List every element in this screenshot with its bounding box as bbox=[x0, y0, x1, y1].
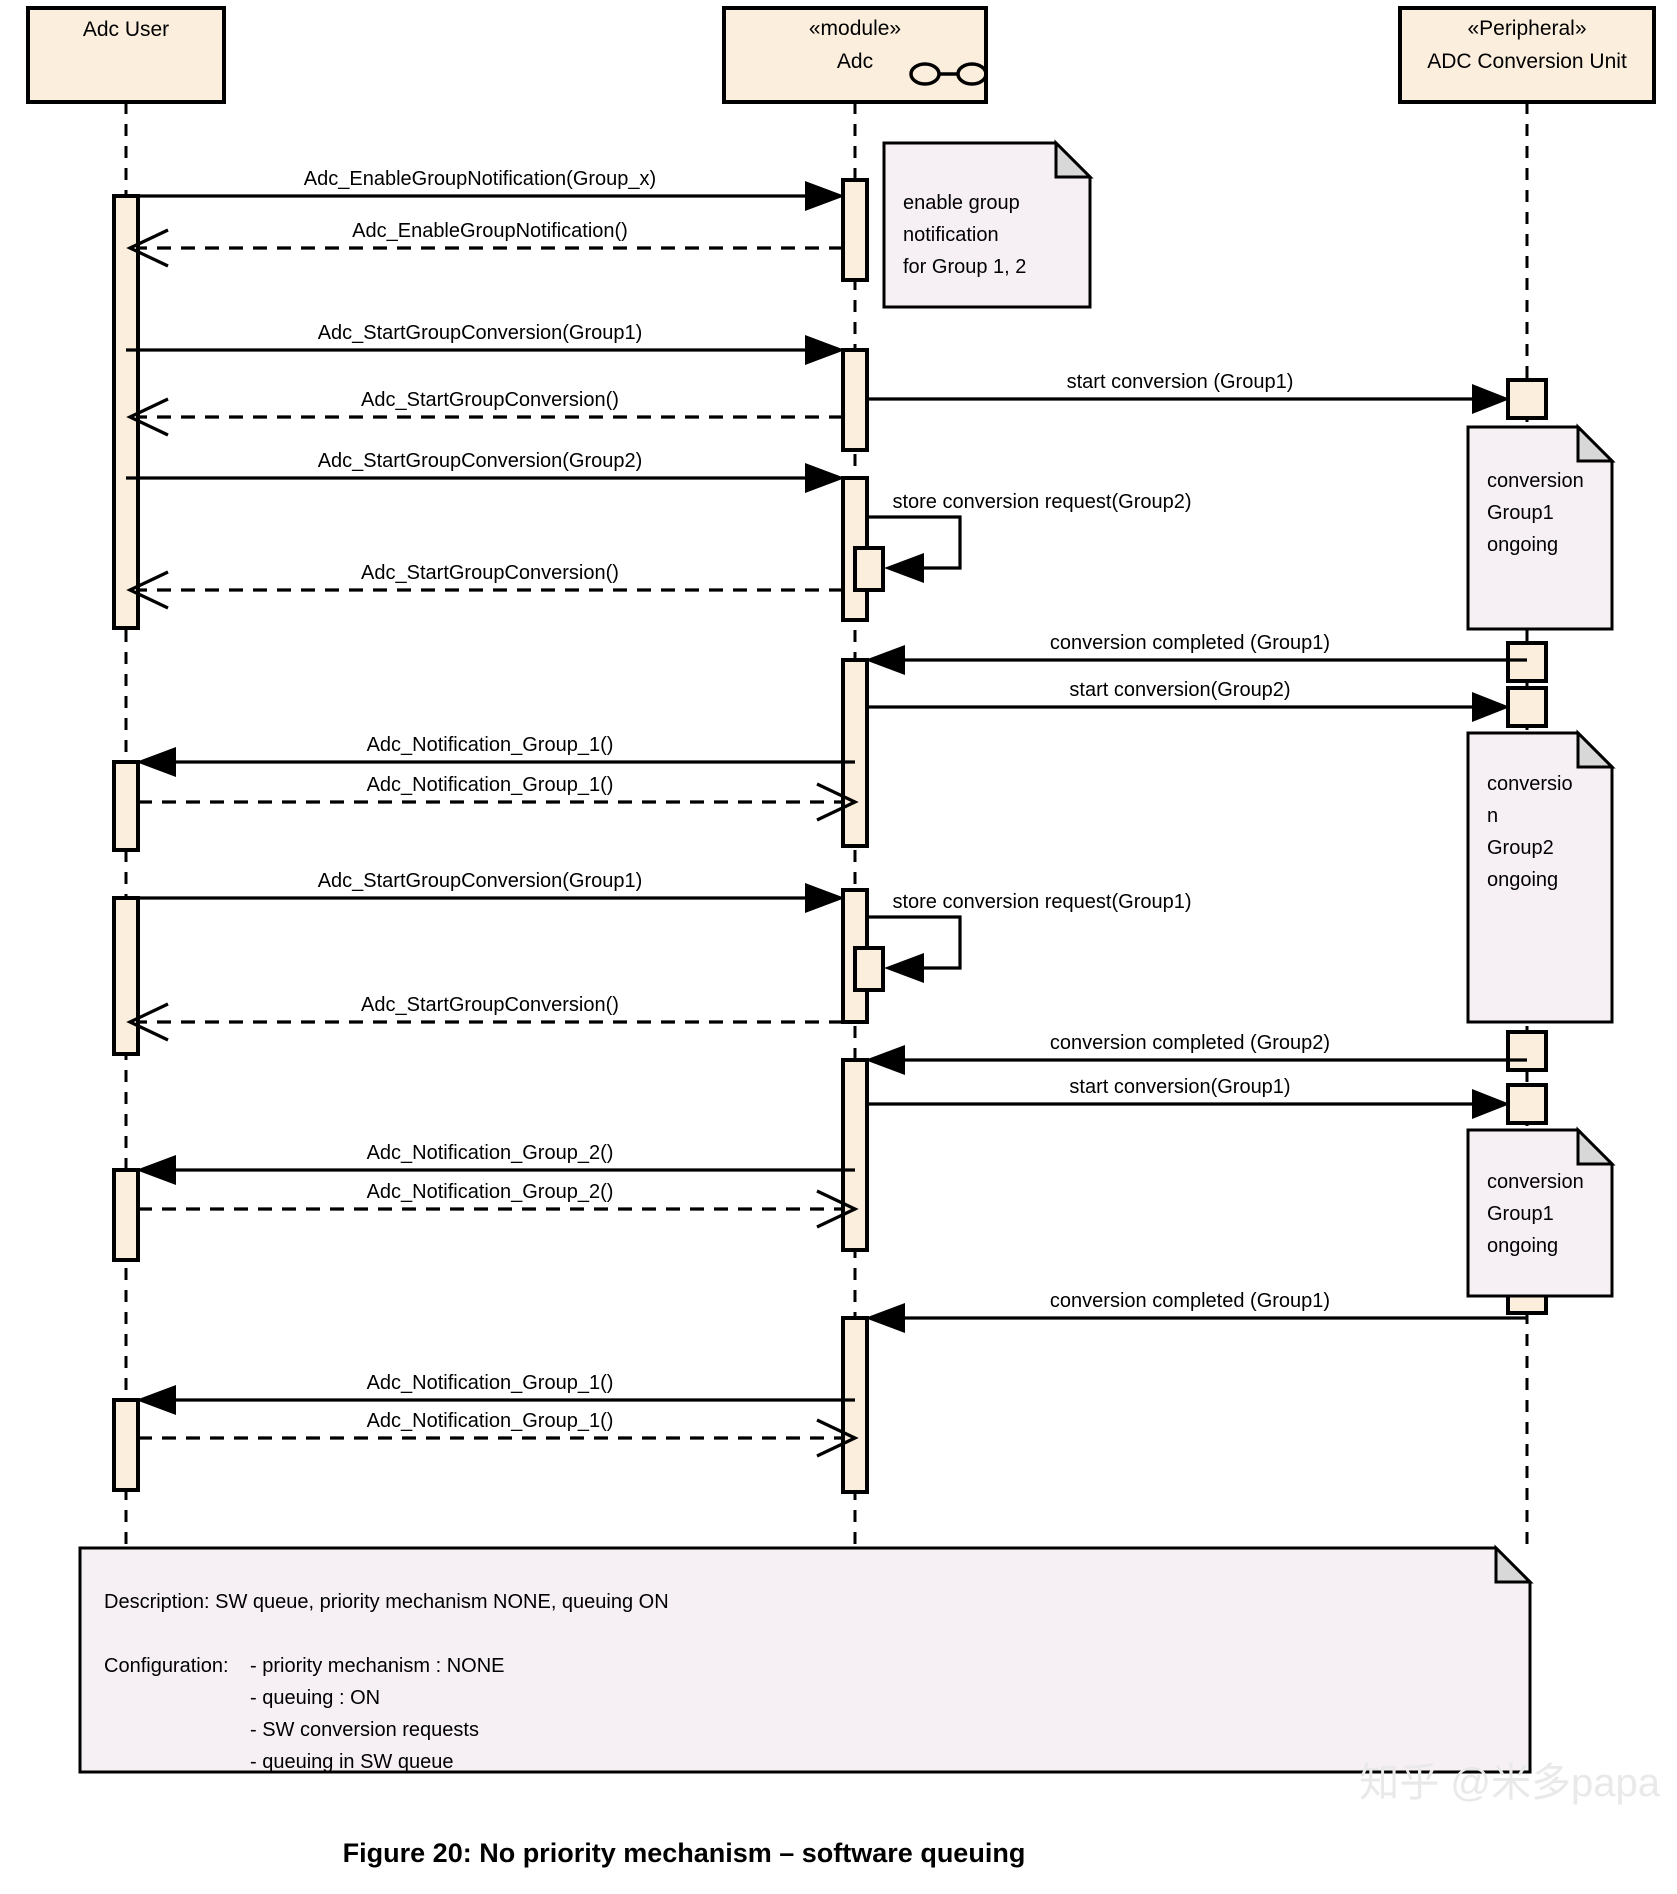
message-m5-label: Adc_StartGroupConversion() bbox=[361, 389, 619, 411]
activation-adc-7 bbox=[841, 1316, 869, 1494]
message-m20-label: conversion completed (Group1) bbox=[1050, 1290, 1330, 1312]
activation-peripheral-3 bbox=[1506, 686, 1548, 728]
note-line: conversion bbox=[1487, 1171, 1584, 1193]
message-m21-label: Adc_Notification_Group_1() bbox=[367, 1372, 614, 1394]
message-m6[interactable]: Adc_StartGroupConversion(Group2) bbox=[126, 450, 845, 493]
message-m6-label: Adc_StartGroupConversion(Group2) bbox=[318, 450, 643, 472]
message-m11-label: Adc_Notification_Group_1() bbox=[367, 734, 614, 756]
message-m22[interactable]: Adc_Notification_Group_1() bbox=[138, 1410, 859, 1458]
message-m15-label: Adc_StartGroupConversion() bbox=[361, 994, 619, 1016]
message-m15[interactable]: Adc_StartGroupConversion() bbox=[126, 994, 843, 1042]
note-conversion-group1-ongoing-1: conversion Group1 ongoing bbox=[1466, 423, 1616, 631]
activation-user-2 bbox=[112, 760, 140, 852]
message-m3[interactable]: Adc_StartGroupConversion(Group1) bbox=[126, 322, 845, 365]
note-line: Group1 bbox=[1487, 502, 1554, 524]
activation-user-1 bbox=[112, 194, 140, 630]
message-m10[interactable]: start conversion(Group2) bbox=[867, 679, 1510, 722]
figure-caption: Figure 20: No priority mechanism – softw… bbox=[343, 1838, 1026, 1868]
message-m8[interactable]: Adc_StartGroupConversion() bbox=[126, 562, 843, 610]
message-m4[interactable]: start conversion (Group1) bbox=[867, 371, 1510, 414]
lifeline-peripheral-stereotype: «Peripheral» bbox=[1467, 17, 1586, 40]
note-description-configuration: Description: SW queue, priority mechanis… bbox=[78, 1544, 1534, 1774]
note-line: Group2 bbox=[1487, 837, 1554, 859]
message-m20[interactable]: conversion completed (Group1) bbox=[865, 1290, 1527, 1333]
message-m2[interactable]: Adc_EnableGroupNotification() bbox=[126, 220, 843, 268]
note-line: ongoing bbox=[1487, 869, 1558, 891]
message-m9[interactable]: conversion completed (Group1) bbox=[865, 632, 1527, 675]
message-m13-label: Adc_StartGroupConversion(Group1) bbox=[318, 870, 643, 892]
note-line: n bbox=[1487, 805, 1498, 827]
message-m17-label: start conversion(Group1) bbox=[1069, 1076, 1290, 1098]
note-line: conversio bbox=[1487, 773, 1573, 795]
activation-user-5 bbox=[112, 1398, 140, 1492]
watermark: 知乎 @米多papa bbox=[1359, 1761, 1660, 1805]
message-m12-label: Adc_Notification_Group_1() bbox=[367, 774, 614, 796]
lifeline-user-name: Adc User bbox=[83, 18, 169, 41]
description-line: Description: SW queue, priority mechanis… bbox=[104, 1591, 669, 1613]
message-m8-label: Adc_StartGroupConversion() bbox=[361, 562, 619, 584]
message-m18-label: Adc_Notification_Group_2() bbox=[367, 1142, 614, 1164]
note-line: enable group bbox=[903, 192, 1020, 214]
message-m1[interactable]: Adc_EnableGroupNotification(Group_x) bbox=[126, 168, 845, 211]
activation-adc-3-nested bbox=[853, 546, 885, 592]
activation-peripheral-1 bbox=[1506, 378, 1548, 420]
message-m5[interactable]: Adc_StartGroupConversion() bbox=[126, 389, 843, 437]
message-m19[interactable]: Adc_Notification_Group_2() bbox=[138, 1181, 859, 1229]
note-line: for Group 1, 2 bbox=[903, 256, 1026, 278]
lifeline-head-peripheral[interactable]: «Peripheral» ADC Conversion Unit bbox=[1398, 6, 1656, 104]
message-m16-label: conversion completed (Group2) bbox=[1050, 1032, 1330, 1054]
message-m7-label: store conversion request(Group2) bbox=[892, 491, 1191, 513]
configuration-item: - queuing : ON bbox=[250, 1687, 380, 1709]
note-line: notification bbox=[903, 224, 999, 246]
message-m21[interactable]: Adc_Notification_Group_1() bbox=[136, 1372, 855, 1415]
message-m9-label: conversion completed (Group1) bbox=[1050, 632, 1330, 654]
note-line: ongoing bbox=[1487, 534, 1558, 556]
activation-adc-6 bbox=[841, 1058, 869, 1252]
note-conversion-group2-ongoing: conversio n Group2 ongoing bbox=[1466, 729, 1616, 1024]
activation-user-3 bbox=[112, 896, 140, 1056]
message-m12[interactable]: Adc_Notification_Group_1() bbox=[138, 774, 859, 822]
message-m22-label: Adc_Notification_Group_1() bbox=[367, 1410, 614, 1432]
note-conversion-group1-ongoing-2: conversion Group1 ongoing bbox=[1466, 1126, 1616, 1298]
note-enable-group-notification: enable group notification for Group 1, 2 bbox=[882, 139, 1094, 309]
activation-peripheral-4 bbox=[1506, 1030, 1548, 1072]
message-m19-label: Adc_Notification_Group_2() bbox=[367, 1181, 614, 1203]
lifeline-adc-stereotype: «module» bbox=[809, 17, 901, 40]
provided-interface-icon bbox=[909, 62, 988, 86]
configuration-item: - SW conversion requests bbox=[250, 1719, 479, 1741]
message-m18[interactable]: Adc_Notification_Group_2() bbox=[136, 1142, 855, 1185]
configuration-item: - priority mechanism : NONE bbox=[250, 1655, 505, 1677]
note-line: ongoing bbox=[1487, 1235, 1558, 1257]
note-line: Group1 bbox=[1487, 1203, 1554, 1225]
activation-adc-5-nested bbox=[853, 946, 885, 992]
activation-user-4 bbox=[112, 1168, 140, 1262]
message-m14-label: store conversion request(Group1) bbox=[892, 891, 1191, 913]
configuration-item: - queuing in SW queue bbox=[250, 1751, 453, 1773]
lifeline-head-user[interactable]: Adc User bbox=[26, 6, 226, 104]
activation-peripheral-2 bbox=[1506, 641, 1548, 683]
message-m1-label: Adc_EnableGroupNotification(Group_x) bbox=[304, 168, 656, 190]
message-m16[interactable]: conversion completed (Group2) bbox=[865, 1032, 1527, 1075]
message-m3-label: Adc_StartGroupConversion(Group1) bbox=[318, 322, 643, 344]
lifeline-peripheral-name: ADC Conversion Unit bbox=[1427, 50, 1627, 73]
message-m17[interactable]: start conversion(Group1) bbox=[867, 1076, 1510, 1119]
activation-adc-4 bbox=[841, 658, 869, 848]
message-m10-label: start conversion(Group2) bbox=[1069, 679, 1290, 701]
message-m7[interactable]: store conversion request(Group2) bbox=[867, 491, 1192, 583]
message-m14[interactable]: store conversion request(Group1) bbox=[867, 891, 1192, 983]
lifeline-head-adc[interactable]: «module» Adc bbox=[722, 6, 988, 104]
activation-peripheral-5 bbox=[1506, 1083, 1548, 1125]
message-m2-label: Adc_EnableGroupNotification() bbox=[352, 220, 628, 242]
message-m4-label: start conversion (Group1) bbox=[1067, 371, 1294, 393]
lifeline-adc-name: Adc bbox=[837, 50, 873, 73]
message-m11[interactable]: Adc_Notification_Group_1() bbox=[136, 734, 855, 777]
note-line: conversion bbox=[1487, 470, 1584, 492]
activation-adc-1 bbox=[841, 178, 869, 282]
message-m13[interactable]: Adc_StartGroupConversion(Group1) bbox=[126, 870, 845, 913]
activation-adc-2 bbox=[841, 348, 869, 452]
configuration-label: Configuration: bbox=[104, 1655, 229, 1677]
